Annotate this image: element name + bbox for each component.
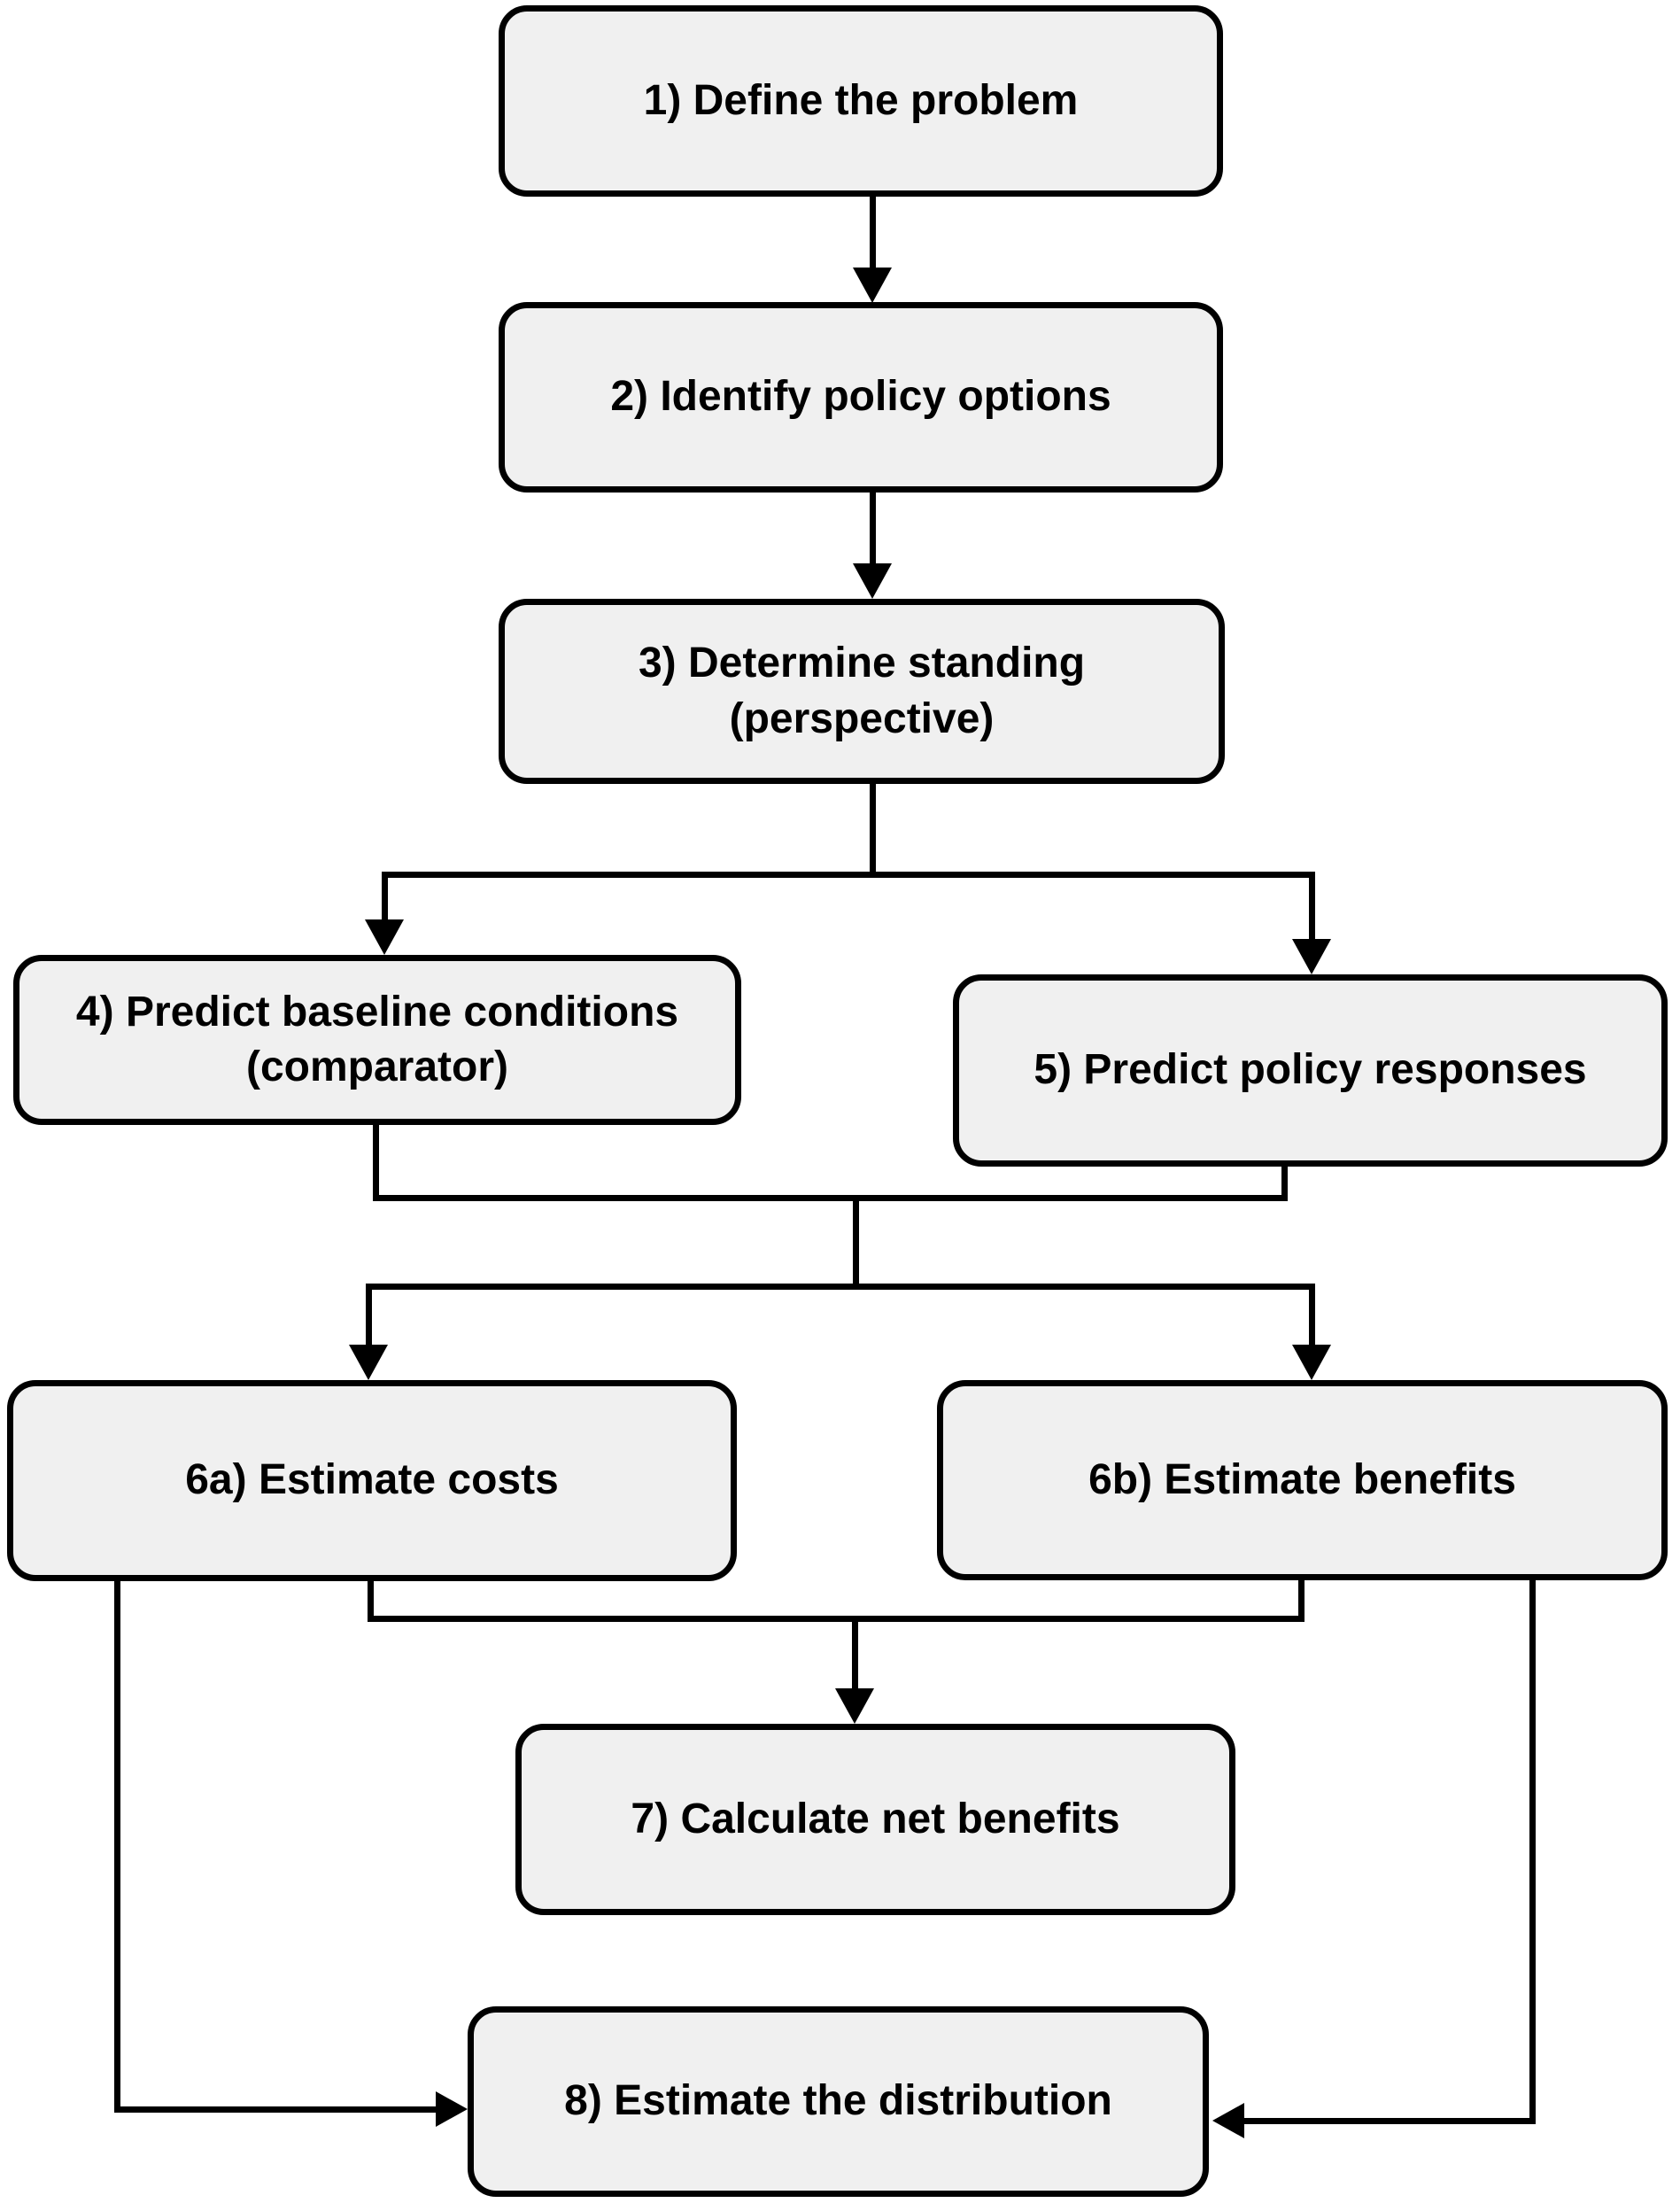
connector-to-7-arrowhead-icon	[835, 1688, 874, 1724]
connector-3-to-4-arrowhead-icon	[365, 919, 404, 955]
connector-4-down-line	[373, 1125, 379, 1201]
node-4-label-line1: 4) Predict baseline conditions	[75, 988, 679, 1036]
connector-6a-to-8-horizontal-line	[114, 2106, 436, 2113]
merge-line-4-5	[373, 1195, 1288, 1201]
connector-2-to-3-arrowhead-icon	[853, 563, 892, 599]
node-3-determine-standing: 3) Determine standing (perspective)	[499, 599, 1225, 784]
connector-to-6b-arrowhead-icon	[1292, 1345, 1331, 1380]
merge-to-split-center-line	[853, 1195, 859, 1290]
connector-to-7-line	[852, 1616, 858, 1689]
node-8-label: 8) Estimate the distribution	[564, 2077, 1112, 2125]
connector-3-to-5-arrowhead-icon	[1292, 939, 1331, 974]
connector-6a-down-line	[368, 1581, 374, 1622]
connector-3-to-5-line	[1309, 872, 1315, 941]
node-3-label-line1: 3) Determine standing	[638, 640, 1086, 687]
node-2-label: 2) Identify policy options	[610, 373, 1111, 421]
split-line-3-to-4-5	[382, 872, 1315, 878]
node-1-label: 1) Define the problem	[643, 76, 1079, 124]
node-5-label: 5) Predict policy responses	[1034, 1046, 1587, 1094]
connector-to-6a-arrowhead-icon	[349, 1345, 388, 1380]
node-4-predict-baseline-conditions: 4) Predict baseline conditions (comparat…	[13, 955, 741, 1125]
node-4-label-line2: (comparator)	[245, 1043, 509, 1090]
node-7-calculate-net-benefits: 7) Calculate net benefits	[515, 1724, 1235, 1915]
node-6b-label: 6b) Estimate benefits	[1088, 1455, 1516, 1503]
connector-6b-to-8-vertical-line	[1529, 1579, 1536, 2124]
connector-to-6a-line	[366, 1284, 372, 1346]
node-2-identify-policy-options: 2) Identify policy options	[499, 302, 1223, 493]
merge-line-6a-6b	[368, 1616, 1305, 1622]
node-6a-label: 6a) Estimate costs	[185, 1456, 559, 1504]
node-8-estimate-distribution: 8) Estimate the distribution	[468, 2006, 1209, 2197]
connector-6b-to-8-horizontal-line	[1244, 2118, 1536, 2124]
node-6a-estimate-costs: 6a) Estimate costs	[7, 1380, 737, 1581]
connector-2-to-3-line	[870, 493, 876, 564]
connector-6b-to-8-arrowhead-icon	[1212, 2103, 1244, 2138]
connector-1-to-2-arrowhead-icon	[853, 268, 892, 303]
node-7-label: 7) Calculate net benefits	[631, 1795, 1120, 1842]
node-3-label-line2: (perspective)	[729, 694, 995, 742]
split-line-to-6a-6b	[366, 1284, 1315, 1290]
node-6b-estimate-benefits: 6b) Estimate benefits	[937, 1380, 1668, 1580]
node-1-define-problem: 1) Define the problem	[499, 5, 1223, 197]
connector-to-6b-line	[1309, 1284, 1315, 1346]
connector-6b-down-line	[1298, 1580, 1305, 1622]
connector-5-down-line	[1281, 1167, 1288, 1201]
connector-3-stem-line	[870, 784, 876, 878]
connector-3-to-4-line	[382, 872, 388, 921]
connector-1-to-2-line	[870, 197, 876, 268]
node-5-predict-policy-responses: 5) Predict policy responses	[953, 974, 1668, 1167]
connector-6a-to-8-vertical-line	[114, 1581, 120, 2113]
connector-6a-to-8-arrowhead-icon	[436, 2091, 468, 2127]
